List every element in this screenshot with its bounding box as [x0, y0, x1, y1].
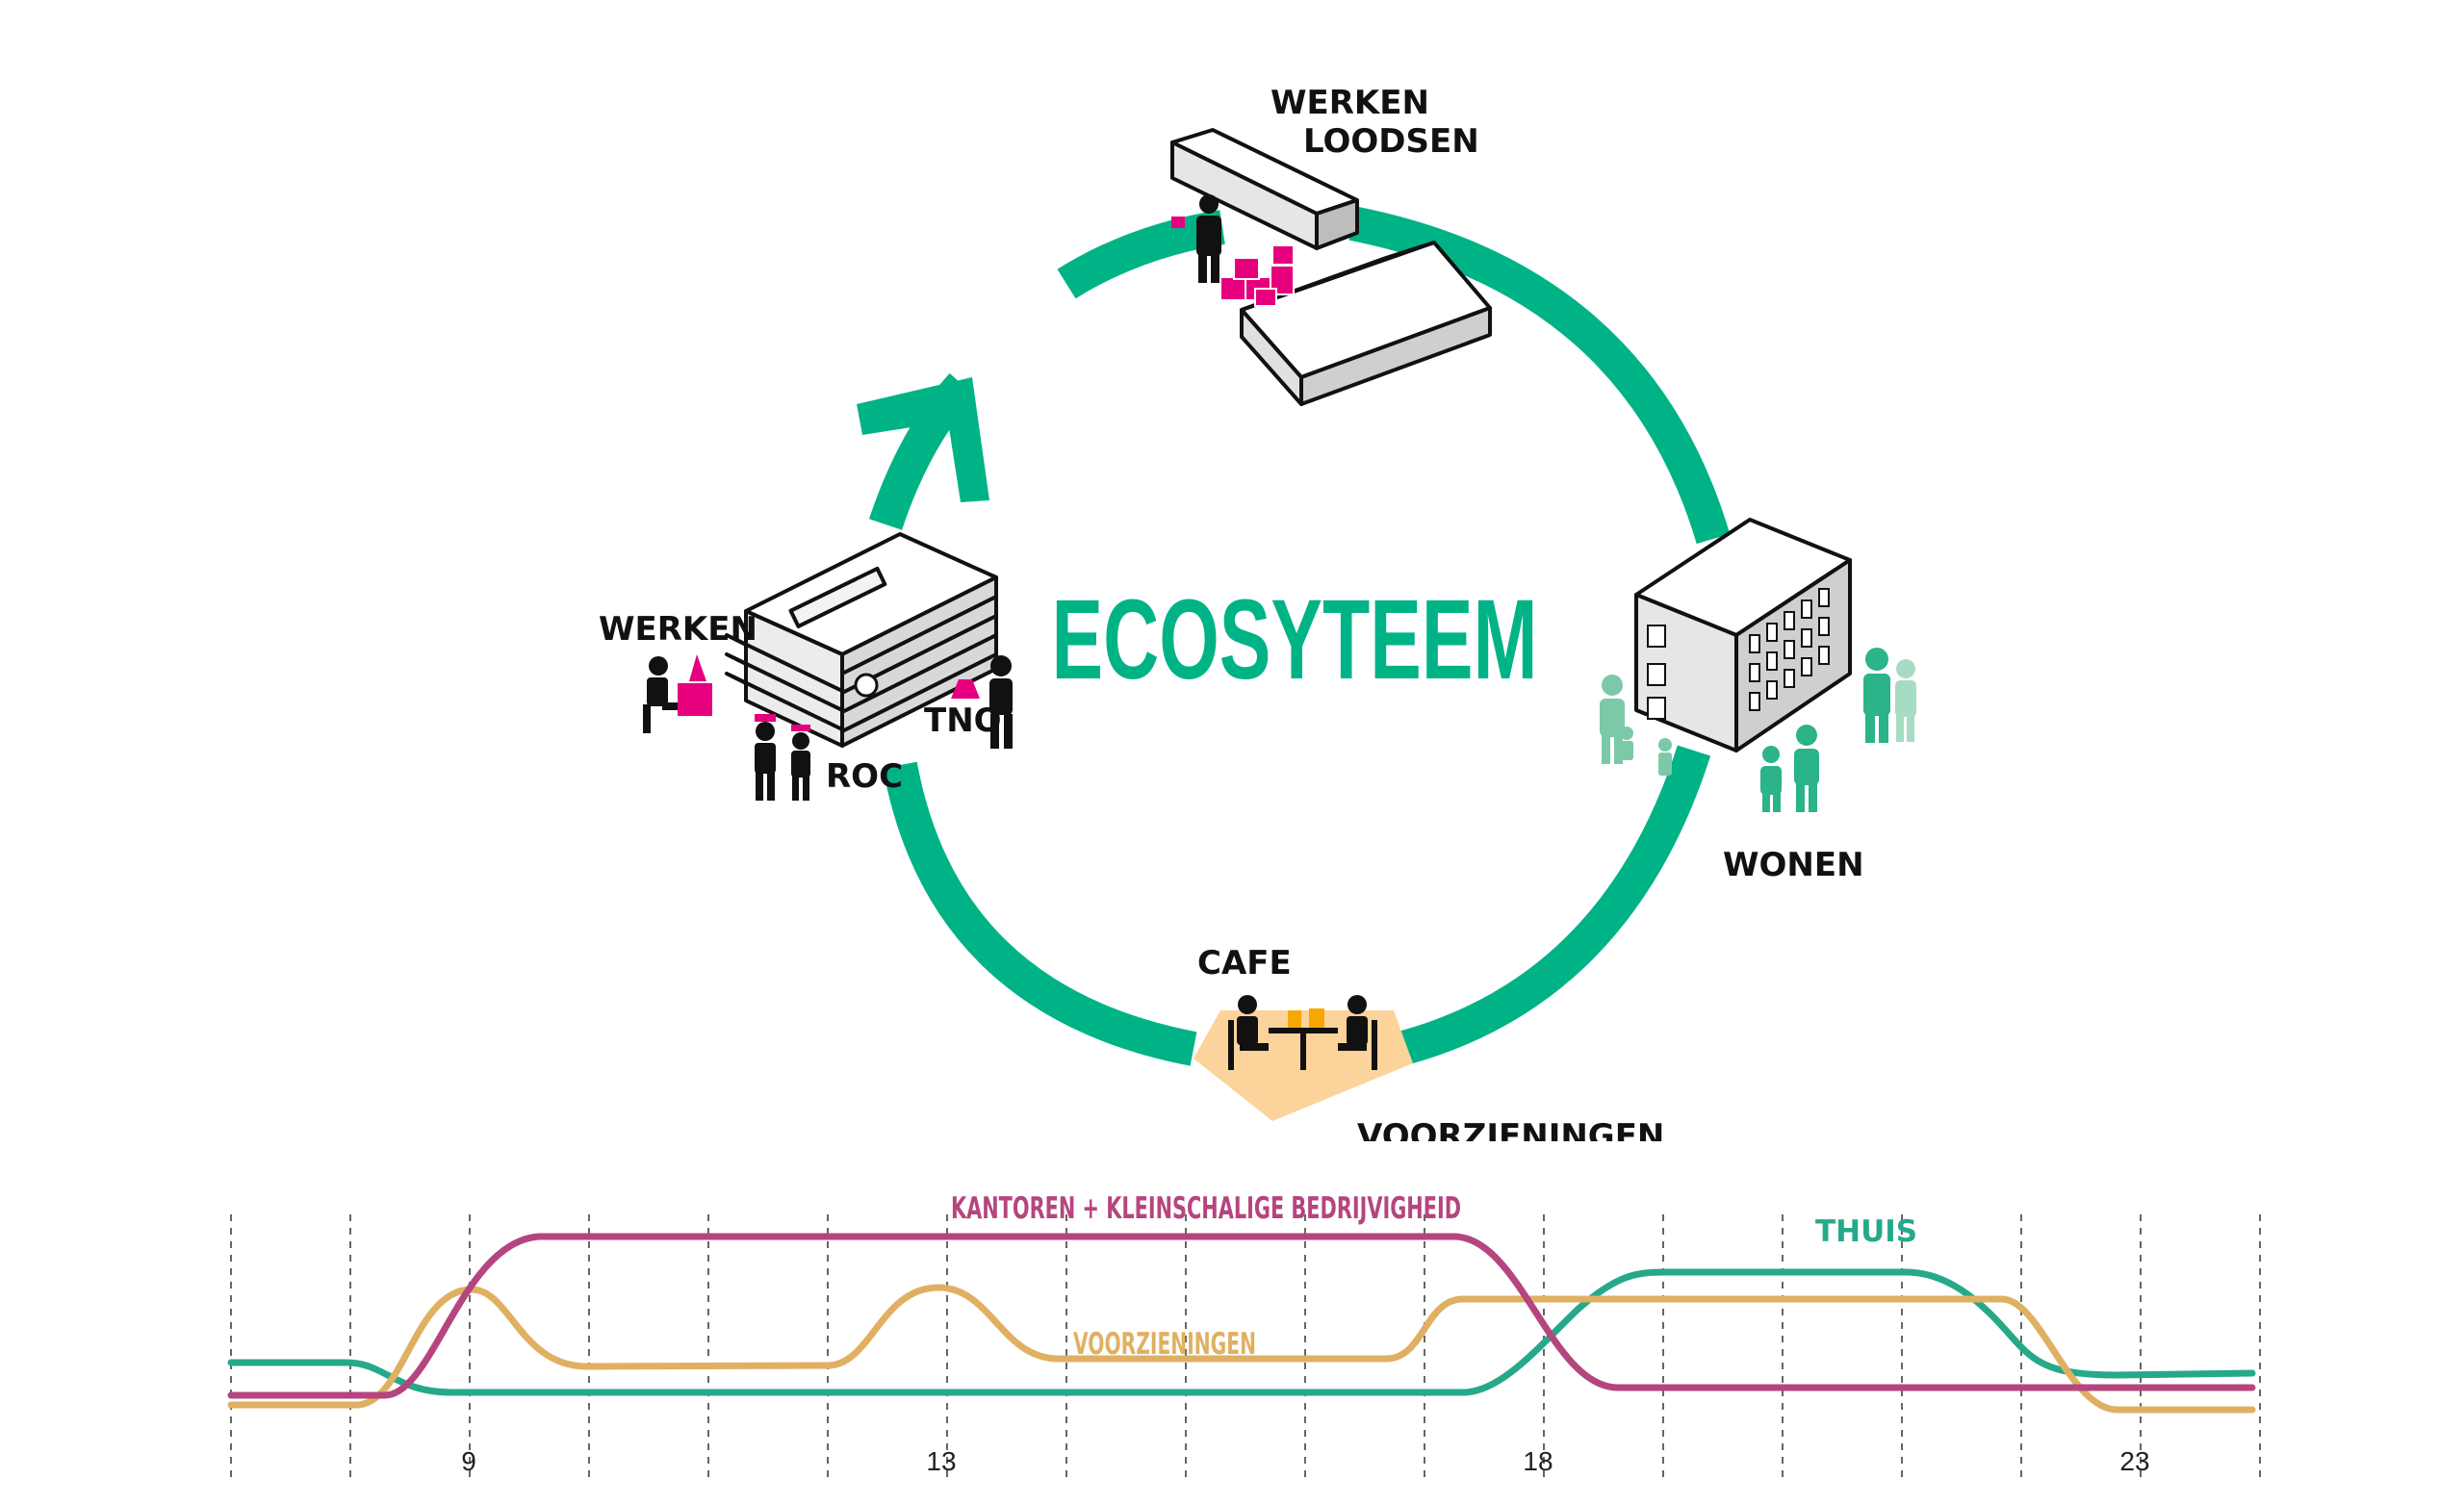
werken-loodsen-label-2: LOODSEN — [1303, 122, 1479, 161]
werken-office-label: WERKEN — [599, 610, 757, 649]
residents-icon — [1600, 648, 1916, 812]
magenta-boxes-icon — [1219, 244, 1295, 307]
shell-logo-icon — [854, 673, 879, 698]
magenta-tool-icon — [1171, 217, 1185, 228]
tick-label-23: 23 — [2119, 1446, 2149, 1476]
warehouse-worker-icon — [1196, 194, 1221, 283]
magenta-flask-icon — [951, 679, 980, 699]
timeline-grid — [230, 1214, 2261, 1482]
residential-windows — [1647, 588, 1830, 720]
werken-loodsen-label-1: WERKEN — [1270, 84, 1429, 122]
roc-label: ROC — [826, 757, 903, 796]
tick-label-18: 18 — [1523, 1446, 1553, 1476]
wonen-label: WONEN — [1723, 846, 1864, 884]
kantoren-curve-label: KANTOREN + KLEINSCHALIGE BEDRIJVIGHEID — [951, 1191, 1461, 1226]
magenta-grad-cap-icon — [755, 714, 776, 722]
tno-scientist-icon — [989, 655, 1013, 749]
cycle-arc-bottom-left — [883, 761, 1197, 1066]
thuis-curve-label: THUIS — [1815, 1214, 1917, 1249]
voorzieningen-curve-label: VOORZIENINGEN — [1073, 1327, 1256, 1362]
diagram-title: ECOSYTEEM — [1052, 576, 1538, 703]
kantoren-curve — [227, 1233, 2256, 1399]
voorzieningen-curve — [227, 1284, 2256, 1414]
magenta-desk-icon — [678, 683, 712, 716]
tick-label-9: 9 — [461, 1446, 476, 1476]
cafe-label: CAFE — [1197, 944, 1292, 982]
roc-students-icon — [755, 722, 810, 801]
cycle-arc-bottom-right — [1396, 745, 1711, 1066]
thuis-curve — [227, 1268, 2256, 1396]
magenta-lamp-icon — [689, 654, 706, 681]
cafe-drinks-icon — [1288, 1008, 1324, 1028]
tick-label-13: 13 — [926, 1446, 956, 1476]
desk-worker-icon — [643, 656, 683, 733]
cycle-arrow-head — [857, 377, 989, 502]
magenta-cap-icon — [791, 725, 810, 731]
diagram-bottom-mask — [0, 1141, 2464, 1199]
tno-label: TNO — [924, 701, 1002, 740]
residential-building — [1634, 518, 1852, 752]
warehouse-buildings — [1170, 128, 1492, 406]
cafe-people-icon — [1228, 995, 1377, 1070]
